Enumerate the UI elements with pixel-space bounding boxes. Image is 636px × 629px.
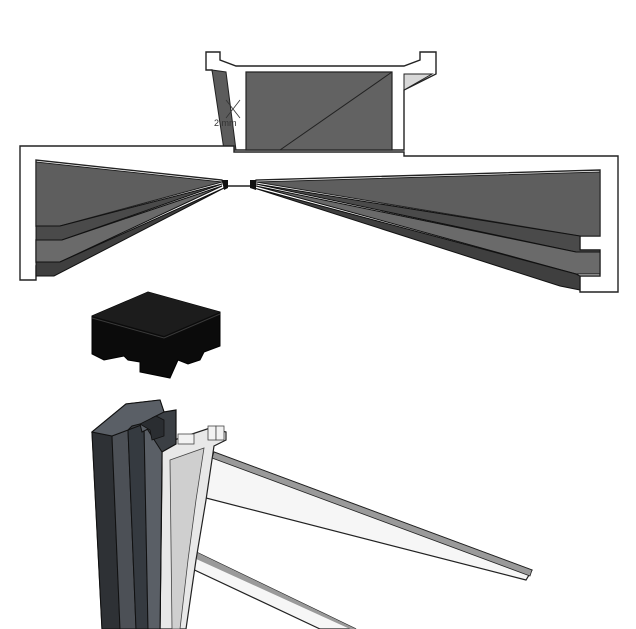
slat-holder-inner	[169, 447, 205, 629]
end-cap-top-face	[92, 292, 220, 336]
profile-right-fin-3	[253, 187, 581, 291]
end-cap-edge-highlight	[91, 313, 221, 339]
post-groove-3	[143, 422, 163, 629]
profile-chamber-diagonal	[279, 71, 393, 151]
profile-top-right-rib	[403, 73, 434, 91]
post-groove-2	[127, 423, 149, 629]
profile-top-left-wedge	[211, 69, 237, 151]
profile-left-fin-2	[35, 185, 223, 263]
dimension-label: 2 mm	[214, 118, 237, 128]
profile-center-slot	[222, 180, 256, 190]
end-cap	[91, 291, 221, 379]
slat-1	[189, 451, 533, 581]
profile-central-chamber	[245, 71, 393, 151]
slat-2-edge	[194, 552, 356, 629]
profile-left-fin-3	[35, 187, 225, 277]
profile-cross-section: 2 mm	[19, 51, 619, 293]
slat-holder-ribs	[177, 425, 225, 445]
post-assembly	[90, 399, 533, 629]
post-top-channel	[139, 415, 165, 441]
profile-right-wing	[255, 171, 601, 237]
slat-1-edge	[211, 451, 533, 577]
dimension-marker: 2 mm	[214, 99, 241, 128]
